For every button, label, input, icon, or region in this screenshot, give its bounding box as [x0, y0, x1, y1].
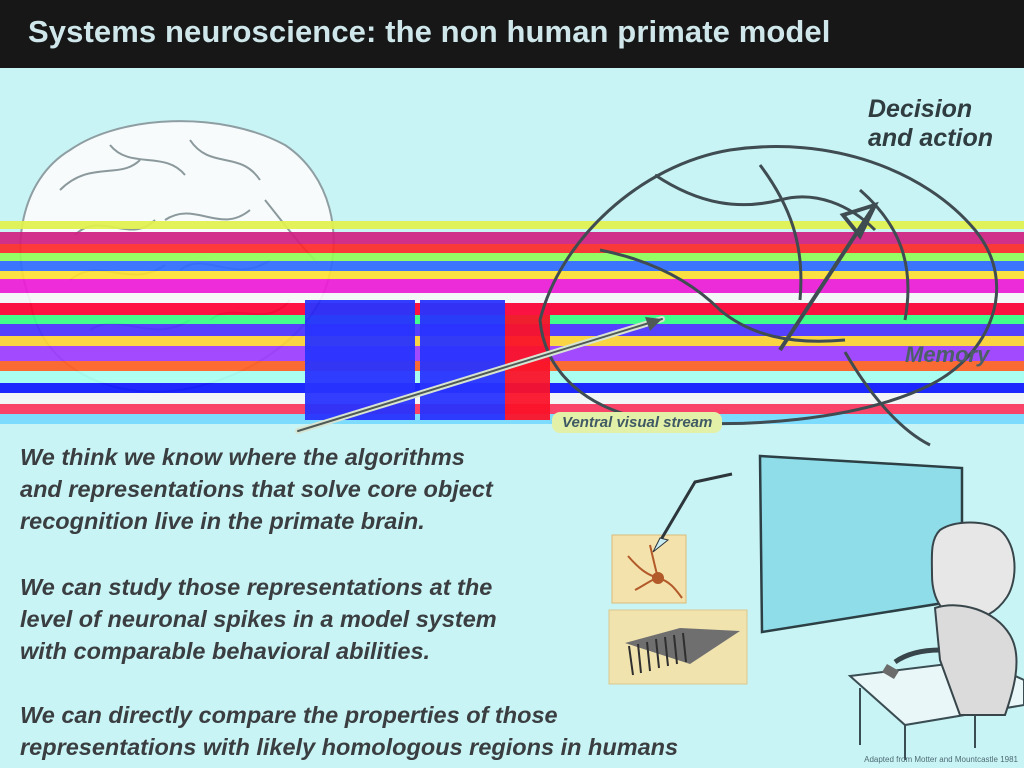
- decision-arrow: [778, 201, 879, 352]
- connector-arrow: [295, 316, 665, 434]
- decision-line-2: and action: [868, 124, 994, 152]
- paragraph-algorithms-line-2: and representations that solve core obje…: [20, 476, 493, 502]
- paragraph-neuronal-spikes: We can study those representations at th…: [20, 571, 610, 667]
- paragraph-neuronal-spikes-line-3: with comparable behavioral abilities.: [20, 638, 431, 664]
- paragraph-homologous-regions-line-1: We can directly compare the properties o…: [20, 702, 558, 728]
- title-bar: Systems neuroscience: the non human prim…: [0, 0, 1024, 68]
- image-credit: Adapted from Motter and Mountcastle 1981: [864, 755, 1018, 764]
- decision-line-1: Decision: [868, 95, 973, 123]
- paragraph-neuronal-spikes-line-1: We can study those representations at th…: [20, 574, 493, 600]
- decision-and-action-label: Decision and action: [868, 95, 993, 153]
- paragraph-homologous-regions-line-2: representations with likely homologous r…: [20, 734, 679, 760]
- paragraph-algorithms-line-1: We think we know where the algorithms: [20, 444, 465, 470]
- paragraph-algorithms: We think we know where the algorithms an…: [20, 441, 620, 537]
- neuron-electrode-illustration: [611, 472, 733, 604]
- memory-label: Memory: [905, 342, 990, 367]
- slide-figure: [0, 120, 1024, 760]
- paragraph-algorithms-line-3: recognition live in the primate brain.: [20, 508, 425, 534]
- ventral-visual-stream-label: Ventral visual stream: [552, 412, 723, 433]
- paragraph-neuronal-spikes-line-2: level of neuronal spikes in a model syst…: [20, 606, 497, 632]
- electrode-array-illustration: [608, 609, 748, 685]
- slide-title: Systems neuroscience: the non human prim…: [28, 14, 831, 49]
- paragraph-homologous-regions: We can directly compare the properties o…: [20, 699, 840, 763]
- monkey-experiment-illustration: [758, 454, 1024, 760]
- image-glitch-band: [0, 221, 1024, 424]
